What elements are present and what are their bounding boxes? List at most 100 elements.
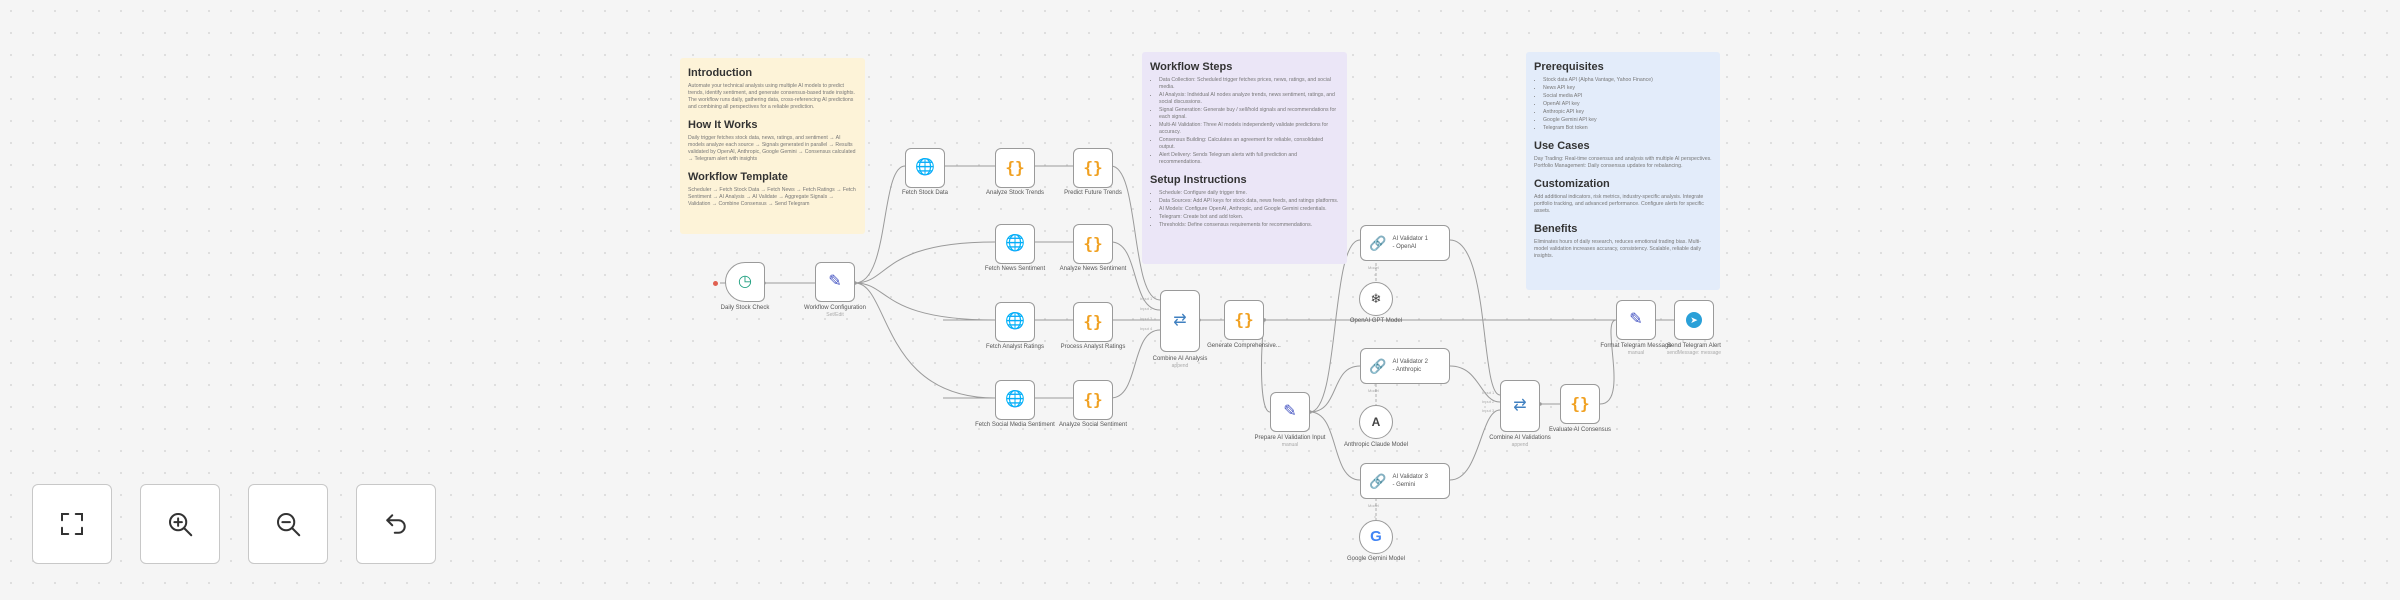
- merge-icon: ⇄: [1173, 312, 1187, 329]
- list-item: AI Models: Configure OpenAI, Anthropic, …: [1159, 206, 1339, 213]
- node-fetch-social-media-sentiment[interactable]: 🌐: [995, 380, 1035, 420]
- node-format-telegram-message[interactable]: ✎: [1616, 300, 1656, 340]
- input-label: Input 4: [1140, 326, 1153, 331]
- sticky-note-introduction[interactable]: Introduction Automate your technical ana…: [680, 58, 865, 234]
- node-evaluate-ai-consensus[interactable]: {}: [1560, 384, 1600, 424]
- list-item: Stock data API (Alpha Vantage, Yahoo Fin…: [1543, 77, 1712, 84]
- note-text: Eliminates hours of daily research, redu…: [1534, 239, 1702, 259]
- node-subtitle: sendMessage: message: [1666, 350, 1722, 356]
- trigger-indicator: [713, 281, 718, 286]
- list-item: Data Sources: Add API keys for stock dat…: [1159, 198, 1339, 205]
- node-label: Google Gemini Model: [1346, 556, 1406, 562]
- zoom-out-icon: [277, 513, 301, 537]
- node-combine-ai-analysis[interactable]: ⇄: [1160, 290, 1200, 352]
- node-title: Workflow Configuration: [804, 305, 866, 311]
- node-title: Prepare AI Validation Input: [1254, 435, 1326, 441]
- note-heading: Setup Instructions: [1150, 174, 1247, 186]
- node-label: Anthropic Claude Model: [1343, 442, 1409, 448]
- list-item: Alert Delivery: Sends Telegram alerts wi…: [1159, 152, 1339, 166]
- note-heading: Prerequisites: [1534, 61, 1604, 73]
- list-item: Telegram Bot token: [1543, 125, 1712, 132]
- input-label: Input 1: [1482, 390, 1495, 395]
- note-heading: Workflow Template: [688, 171, 788, 183]
- node-label: Generate Comprehensive...: [1207, 343, 1281, 349]
- zoom-in-icon: [169, 513, 193, 537]
- code-braces-icon: {}: [1083, 158, 1103, 177]
- reset-zoom-icon: [386, 514, 406, 534]
- input-label: Input 3: [1482, 408, 1495, 413]
- code-braces-icon: {}: [1083, 390, 1103, 409]
- list-item: AI Analysis: Individual AI nodes analyze…: [1159, 92, 1339, 106]
- fit-view-icon: [61, 513, 83, 535]
- node-label: Analyze Stock Trends: [985, 190, 1045, 196]
- node-anthropic-claude-model[interactable]: A: [1359, 405, 1393, 439]
- zoom-out-button[interactable]: [248, 484, 328, 564]
- node-label: Predict Future Trends: [1064, 190, 1122, 196]
- note-text: Add additional indicators, risk metrics,…: [1534, 194, 1704, 214]
- node-label: OpenAI GPT Model: [1349, 318, 1403, 324]
- node-analyze-news-sentiment[interactable]: {}: [1073, 224, 1113, 264]
- edge-label: Model: [1368, 388, 1379, 393]
- node-title: Format Telegram Message: [1600, 343, 1672, 349]
- node-fetch-stock-data[interactable]: 🌐: [905, 148, 945, 188]
- input-label: Input 2: [1140, 306, 1153, 311]
- node-generate-comprehensive[interactable]: {}: [1224, 300, 1264, 340]
- note-list: Data Collection: Scheduled trigger fetch…: [1150, 77, 1339, 166]
- globe-icon: 🌐: [1005, 313, 1025, 330]
- note-heading: Benefits: [1534, 223, 1578, 235]
- openai-icon: ❄: [1370, 291, 1382, 306]
- node-ai-validator-openai[interactable]: 🔗 AI Validator 1 - OpenAI: [1360, 225, 1450, 261]
- input-label: Input 3: [1140, 316, 1153, 321]
- node-title: AI Validator 1: [1392, 236, 1429, 242]
- code-braces-icon: {}: [1234, 310, 1254, 329]
- node-label: Workflow Configuration Set/Edit: [790, 305, 880, 319]
- node-subtitle: - Gemini: [1392, 482, 1416, 488]
- link-icon: 🔗: [1369, 235, 1387, 251]
- list-item: OpenAI API key: [1543, 101, 1712, 108]
- node-subtitle: append: [1511, 442, 1529, 448]
- pencil-icon: ✎: [1629, 311, 1643, 328]
- sticky-note-prerequisites[interactable]: Prerequisites Stock data API (Alpha Vant…: [1526, 52, 1720, 290]
- edge-label: Model: [1368, 503, 1379, 508]
- note-text: Day Trading: Real-time consensus and ana…: [1534, 156, 1712, 169]
- node-workflow-configuration[interactable]: ✎: [815, 262, 855, 302]
- node-fetch-analyst-ratings[interactable]: 🌐: [995, 302, 1035, 342]
- node-prepare-ai-validation-input[interactable]: ✎: [1270, 392, 1310, 432]
- node-title: Combine AI Analysis: [1152, 356, 1208, 362]
- telegram-icon: ➤: [1686, 312, 1702, 328]
- google-icon: G: [1370, 528, 1382, 545]
- sticky-note-workflow-steps[interactable]: Workflow Steps Data Collection: Schedule…: [1142, 52, 1347, 264]
- note-heading: Workflow Steps: [1150, 61, 1233, 73]
- code-braces-icon: {}: [1083, 312, 1103, 331]
- node-daily-stock-check[interactable]: ◷: [725, 262, 765, 302]
- node-ai-validator-gemini[interactable]: 🔗 AI Validator 3 - Gemini: [1360, 463, 1450, 499]
- node-predict-future-trends[interactable]: {}: [1073, 148, 1113, 188]
- zoom-in-button[interactable]: [140, 484, 220, 564]
- clock-icon: ◷: [738, 273, 752, 290]
- node-process-analyst-ratings[interactable]: {}: [1073, 302, 1113, 342]
- node-combine-ai-validations[interactable]: ⇄: [1500, 380, 1540, 432]
- node-analyze-stock-trends[interactable]: {}: [995, 148, 1035, 188]
- node-send-telegram-alert[interactable]: ➤: [1674, 300, 1714, 340]
- note-text: Daily trigger fetches stock data, news, …: [688, 135, 856, 162]
- list-item: Thresholds: Define consensus requirement…: [1159, 222, 1339, 229]
- node-label: Send Telegram Alert sendMessage: message: [1649, 343, 1739, 357]
- merge-icon: ⇄: [1513, 397, 1527, 414]
- node-fetch-news-sentiment[interactable]: 🌐: [995, 224, 1035, 264]
- list-item: Signal Generation: Generate buy / sell/h…: [1159, 107, 1339, 121]
- reset-zoom-button[interactable]: [356, 484, 436, 564]
- fit-view-button[interactable]: [32, 484, 112, 564]
- node-analyze-social-sentiment[interactable]: {}: [1073, 380, 1113, 420]
- note-heading: How It Works: [688, 119, 758, 131]
- link-icon: 🔗: [1369, 473, 1387, 489]
- node-google-gemini-model[interactable]: G: [1359, 520, 1393, 554]
- node-label: Analyze News Sentiment: [1059, 266, 1127, 272]
- list-item: Anthropic API key: [1543, 109, 1712, 116]
- node-ai-validator-anthropic[interactable]: 🔗 AI Validator 2 - Anthropic: [1360, 348, 1450, 384]
- node-label: Fetch News Sentiment: [984, 266, 1046, 272]
- node-label: Process Analyst Ratings: [1060, 344, 1126, 350]
- node-label: Fetch Social Media Sentiment: [975, 422, 1055, 428]
- node-openai-gpt-model[interactable]: ❄: [1359, 282, 1393, 316]
- node-label: Prepare AI Validation Input manual: [1245, 435, 1335, 449]
